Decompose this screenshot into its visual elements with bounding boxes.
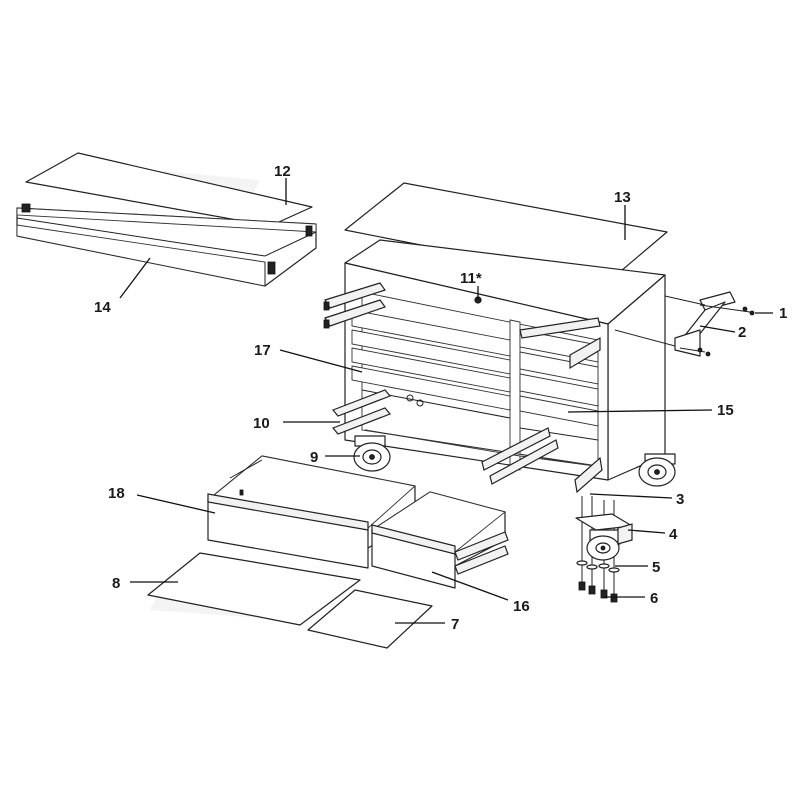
leader-15 (567, 409, 713, 413)
callout-18: 18 (108, 485, 125, 502)
caster-right (638, 453, 676, 487)
callout-16: 16 (513, 598, 530, 615)
callout-7: 7 (451, 616, 459, 633)
part-5-washers (576, 560, 620, 573)
callout-3: 3 (676, 491, 684, 508)
part-4-caster (575, 513, 633, 561)
callout-5: 5 (652, 559, 660, 576)
callout-12: 12 (274, 163, 291, 180)
part-6-bolts (578, 581, 618, 603)
callout-13: 13 (614, 189, 631, 206)
callout-9: 9 (310, 449, 318, 466)
callout-15: 15 (717, 402, 734, 419)
callout-14: 14 (94, 299, 111, 316)
leader-14 (119, 257, 151, 299)
part-14-top-chest-tray (16, 203, 317, 287)
part-9-caster-left (353, 435, 391, 472)
callout-17: 17 (254, 342, 271, 359)
callout-labels: 1 2 3 4 5 6 7 8 9 10 11* 12 13 14 15 16 … (94, 163, 787, 633)
leader-2 (699, 325, 736, 333)
part-1-handle-bolts (679, 304, 755, 357)
leader-17 (279, 349, 363, 373)
leader-4 (627, 529, 666, 534)
part-8-large-drawer-liner (147, 552, 361, 626)
part-7-small-drawer-liner (307, 589, 433, 649)
callout-8: 8 (112, 575, 120, 592)
leader-18 (136, 494, 216, 514)
leader-lines (119, 178, 773, 624)
leader-3 (589, 493, 673, 499)
part-2-side-handle (614, 291, 736, 357)
callout-10: 10 (253, 415, 270, 432)
leader-16 (431, 571, 509, 601)
callout-11: 11* (460, 270, 482, 287)
cabinet-body (344, 239, 666, 481)
callout-6: 6 (650, 590, 658, 607)
callout-4: 4 (669, 526, 678, 543)
drawer-slides-right (481, 317, 603, 494)
part-10-drawer-slides-left (323, 282, 391, 435)
callout-2: 2 (738, 324, 746, 341)
part-18-large-drawer (206, 455, 416, 569)
callout-1: 1 (779, 305, 787, 322)
